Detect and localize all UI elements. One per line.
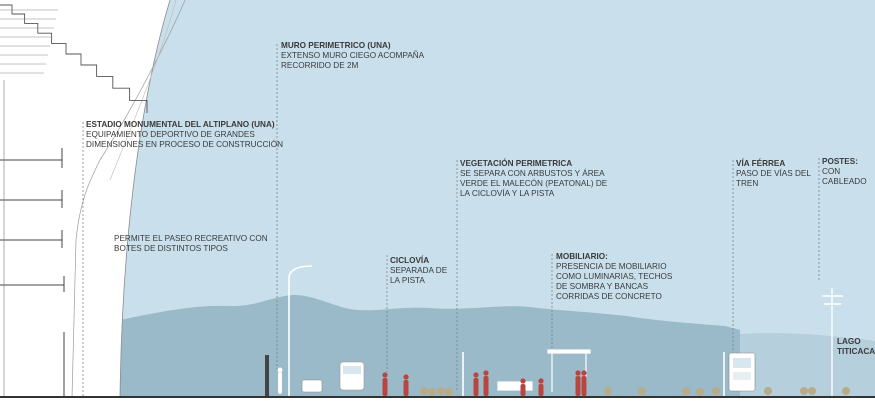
- annotation-vegetacion: VEGETACIÓN PERIMETRICA SE SEPARA CON ARB…: [460, 159, 607, 199]
- ground-below: [0, 398, 875, 401]
- annotation-muro-perimetrico: MURO PERIMETRICO (UNA) EXTENSO MURO CIEG…: [281, 41, 424, 71]
- annotation-paseo-recreativo: PERMITE EL PASEO RECREATIVO CON BOTES DE…: [114, 234, 268, 254]
- annotation-line: DIMENSIONES EN PROCESO DE CONSTRUCCIÓN: [86, 140, 283, 149]
- street-lamps: [288, 265, 725, 396]
- shrub: [712, 387, 720, 395]
- stadium-roof-curve: [71, 0, 186, 399]
- annotation-lago: LAGO TITICACA: [837, 337, 875, 357]
- annotation-line: EXTENSO MURO CIEGO ACOMPAÑA: [281, 51, 425, 60]
- annotation-postes: POSTES: CON CABLEADO: [822, 157, 867, 187]
- leader-lines: [82, 44, 820, 398]
- vehicles: [301, 352, 756, 393]
- stadium-structure: [0, 0, 170, 398]
- annotation-line: COMO LUMINARIAS, TECHOS: [556, 272, 673, 281]
- person-head: [483, 370, 489, 376]
- shrub: [764, 387, 772, 395]
- annotation-line: BOTES DE DISTINTOS TIPOS: [114, 244, 228, 253]
- annotation-line: DE SOMBRA Y BANCAS: [556, 282, 649, 291]
- seating-tier-outline: [0, 4, 148, 113]
- shrub: [800, 387, 808, 395]
- annotation-estadio: ESTADIO MONUMENTAL DEL ALTIPLANO (UNA) E…: [86, 120, 283, 150]
- annotation-line: TITICACA: [837, 347, 875, 356]
- annotation-title: POSTES:: [822, 157, 858, 166]
- person-figure: [538, 384, 544, 396]
- annotation-line: SEPARADA DE: [390, 266, 448, 275]
- annotation-title: ESTADIO MONUMENTAL DEL ALTIPLANO (UNA): [86, 120, 275, 129]
- person-head: [538, 378, 544, 384]
- annotation-title: MURO PERIMETRICO (UNA): [281, 41, 391, 50]
- annotation-line: PRESENCIA DE MOBILIARIO: [556, 262, 667, 271]
- stadium-inner-line: [109, 0, 177, 181]
- annotation-mobiliario: MOBILIARIO: PRESENCIA DE MOBILIARIO COMO…: [556, 252, 672, 302]
- perimeter-wall: [265, 355, 269, 398]
- annotation-line: PERMITE EL PASEO RECREATIVO CON: [114, 234, 268, 243]
- annotation-line: LA CICLOVÍA Y LA PISTA: [460, 189, 555, 198]
- person-head: [581, 370, 587, 376]
- person-figure: [520, 384, 526, 396]
- annotation-line: CORRIDAS DE CONCRETO: [556, 292, 662, 301]
- person-head: [403, 374, 409, 380]
- shrub: [808, 387, 816, 395]
- annotation-line: SE SEPARA CON ARBUSTOS Y ÁREA: [460, 169, 605, 178]
- annotation-title: VÍA FÉRREA: [736, 159, 786, 168]
- annotation-title: MOBILIARIO:: [556, 252, 608, 261]
- white-figures: [277, 367, 283, 394]
- annotation-line: PASO DE VÍAS DEL: [736, 169, 811, 178]
- annotation-line: LA PISTA: [390, 276, 425, 285]
- ground-line: [0, 396, 875, 398]
- annotation-line: VERDE EL MALECÓN (PEATONAL) DE: [460, 179, 608, 188]
- shrub: [445, 388, 453, 396]
- shrubs: [420, 387, 850, 396]
- stadium-seating-steps: [0, 4, 148, 113]
- annotation-line: CABLEADO: [822, 177, 867, 186]
- shrub: [682, 387, 690, 395]
- person-head: [575, 370, 581, 376]
- annotation-line: CON: [822, 167, 841, 176]
- annotation-line: LAGO: [837, 337, 861, 346]
- shrub: [604, 387, 612, 395]
- annotation-line: RECORRIDO DE 2M: [281, 61, 359, 70]
- person-figure: [403, 380, 409, 396]
- person-figure: [575, 376, 581, 396]
- person-head: [520, 378, 526, 384]
- person-figure: [382, 378, 388, 396]
- mountain-right: [740, 332, 875, 398]
- person-head: [382, 372, 388, 378]
- person-figure: [473, 378, 479, 396]
- annotation-title: CICLOVÍA: [390, 256, 430, 265]
- shrub: [842, 387, 850, 395]
- annotation-line: TREN: [736, 179, 759, 188]
- shrub: [420, 387, 428, 395]
- annotation-ciclovia: CICLOVÍA SEPARADA DE LA PISTA: [390, 256, 447, 286]
- utility-pole: [822, 288, 843, 396]
- person-head: [473, 372, 479, 378]
- stadium-floor-lines: [0, 80, 65, 398]
- shrub: [696, 388, 704, 396]
- annotation-title: VEGETACIÓN PERIMETRICA: [460, 159, 573, 168]
- shrub: [437, 387, 445, 395]
- annotation-line: EQUIPAMIENTO DEPORTIVO DE GRANDES: [86, 130, 255, 139]
- people: [382, 370, 587, 396]
- annotation-via-ferrea: VÍA FÉRREA PASO DE VÍAS DEL TREN: [736, 159, 811, 189]
- shrub: [638, 387, 646, 395]
- shrub: [428, 388, 436, 396]
- person-figure: [483, 376, 489, 396]
- stadium-outline: [119, 0, 171, 399]
- person-figure: [581, 376, 587, 396]
